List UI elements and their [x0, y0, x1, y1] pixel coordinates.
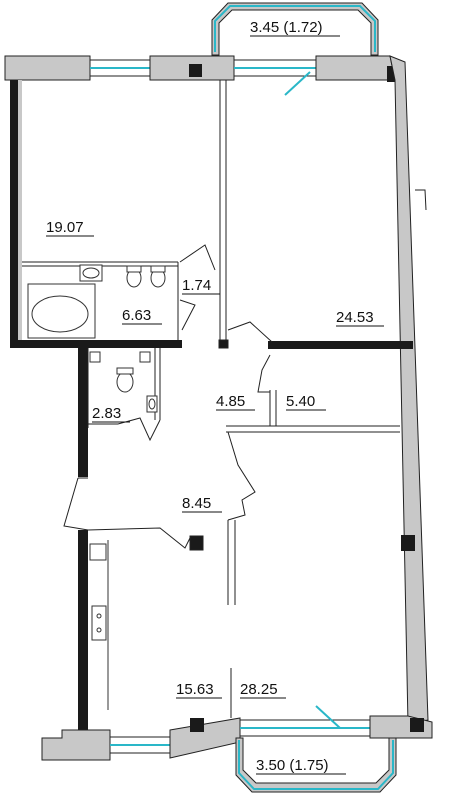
column-top-1 [189, 64, 202, 77]
door-swings [63, 244, 273, 549]
door-swing-storage [257, 354, 271, 393]
kitchen-sink-icon [91, 605, 107, 641]
right-wall-body [389, 55, 429, 725]
top-wall-left-segment [4, 55, 91, 81]
door-swing-room24 [227, 321, 273, 343]
room-label-bath: 6.63 [122, 307, 151, 324]
sink-basin-icon [82, 267, 100, 279]
door-swing-living [227, 431, 256, 521]
interior-walls [10, 80, 413, 718]
door-swing-corridor [87, 527, 191, 549]
top-door-leaf [284, 71, 311, 96]
left-wall-upper-fill [18, 80, 22, 345]
toilet-wc-tank-icon [116, 367, 134, 375]
left-wall-upper [10, 80, 18, 345]
balcony-top [211, 2, 379, 56]
toilet-wc-icon [116, 371, 134, 393]
column-bottom-2 [410, 718, 424, 732]
left-wall-kitchen [78, 530, 88, 730]
balcony-label-top: 3.45 (1.72) [250, 19, 323, 36]
bidet-tank-icon [150, 265, 166, 273]
column-corridor [189, 535, 204, 551]
door-swing-wc [117, 417, 161, 442]
room-label-kitchen: 15.63 [176, 681, 214, 698]
balcony-label-bottom: 3.50 (1.75) [256, 757, 329, 774]
room-label-closet: 1.74 [182, 277, 211, 294]
kitchen-sink-drain-icon [96, 613, 102, 619]
left-walls [10, 80, 88, 730]
top-wall-right-segment [315, 55, 396, 81]
wc-shaft-1 [89, 351, 101, 363]
room-label-hall: 4.85 [216, 393, 245, 410]
room-label-24: 24.53 [336, 309, 374, 326]
room-label-19: 19.07 [46, 219, 84, 236]
door-swing-hall-left [63, 477, 89, 531]
door-swing-closet [179, 244, 216, 271]
right-wall-notch [415, 189, 427, 211]
bottom-door-leaf [315, 705, 341, 729]
wc-shaft-2 [139, 351, 151, 363]
bottom-wall [41, 705, 433, 793]
right-wall [389, 55, 429, 725]
balcony-top-glass [214, 5, 376, 52]
wc-sink-basin-icon [148, 398, 156, 410]
bottom-wall-left [41, 729, 111, 761]
kitchen-sink-drain-2-icon [96, 627, 102, 633]
left-wall-lower [78, 345, 88, 477]
bathtub-basin-icon [31, 295, 89, 333]
kitchen-fixtures [89, 540, 109, 710]
room-label-corridor: 8.45 [182, 495, 211, 512]
toilet-1-tank-icon [126, 265, 142, 273]
bath-fixtures [27, 264, 166, 413]
room-label-wc: 2.83 [92, 405, 121, 422]
room-label-living: 28.25 [240, 681, 278, 698]
top-wall [4, 55, 400, 96]
door-swing-bath [179, 299, 196, 331]
column-bottom-1 [190, 718, 204, 732]
bottom-wall-mid [169, 717, 241, 759]
wall-room24-storage [268, 341, 413, 349]
column-right-mid [401, 535, 415, 551]
room-label-storage: 5.40 [286, 393, 315, 410]
wall-bath-bottom [10, 340, 182, 348]
labels: 19.07 6.63 1.74 24.53 2.83 4.85 5.40 8.4… [46, 19, 384, 775]
column-mid-small [218, 339, 229, 349]
kitchen-shaft [89, 543, 107, 561]
balcony-bottom-glass [238, 740, 394, 790]
